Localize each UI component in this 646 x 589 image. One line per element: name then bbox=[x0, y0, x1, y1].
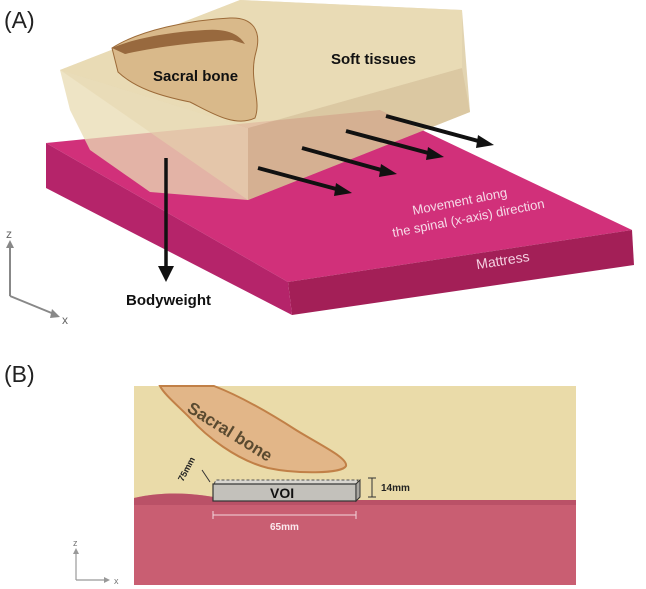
movement-arrowhead-4 bbox=[476, 135, 494, 148]
mattress-b-edge bbox=[134, 493, 576, 505]
axis-a-z-head bbox=[6, 240, 14, 248]
axis-a-x-label: x bbox=[62, 313, 68, 327]
movement-arrow-1 bbox=[257, 166, 341, 192]
sacral-bone-b bbox=[158, 385, 347, 474]
axis-b-z-head bbox=[73, 548, 79, 554]
label-voi: VOI bbox=[270, 485, 294, 501]
axes-b bbox=[73, 548, 110, 583]
voi-side-face bbox=[355, 478, 361, 503]
mattress-left-face bbox=[46, 143, 292, 315]
bodyweight-arrowhead bbox=[158, 266, 174, 282]
axis-a-x-line bbox=[9, 295, 55, 315]
label-bodyweight: Bodyweight bbox=[126, 292, 211, 309]
soft-tissue-front bbox=[60, 70, 248, 200]
panel-b: (B) Sacral bone VOI 75mm 14mm bbox=[4, 361, 576, 586]
axis-a-x-head bbox=[50, 309, 60, 318]
bodyweight-arrow bbox=[158, 158, 174, 282]
mattress-front-face bbox=[288, 230, 634, 315]
movement-arrows bbox=[257, 114, 494, 196]
movement-arrowhead-3 bbox=[426, 147, 444, 160]
movement-arrow-4 bbox=[385, 114, 483, 144]
panel-b-letter: (B) bbox=[4, 361, 35, 387]
label-soft-tissues: Soft tissues bbox=[331, 51, 416, 68]
sacral-bone-a-shade bbox=[112, 29, 245, 54]
mattress-b bbox=[134, 493, 576, 585]
axis-a-z-label: z bbox=[6, 227, 12, 241]
movement-arrowhead-1 bbox=[334, 183, 352, 196]
axis-b-z-label: z bbox=[73, 538, 78, 548]
movement-arrow-2 bbox=[301, 146, 386, 173]
panel-a-letter: (A) bbox=[4, 7, 35, 33]
voi-box: VOI bbox=[212, 478, 361, 503]
dim-width bbox=[212, 511, 357, 519]
dim-gap bbox=[201, 469, 211, 483]
label-dim-width: 65mm bbox=[270, 522, 299, 533]
panel-a: (A) Sacral bone Soft tissues bbox=[4, 0, 634, 327]
voi-top-face bbox=[213, 479, 359, 485]
dim-gap-line bbox=[201, 469, 211, 483]
axis-b-x-label: x bbox=[114, 576, 119, 586]
label-dim-height: 14mm bbox=[381, 483, 410, 494]
dim-height bbox=[368, 477, 376, 498]
axes-a bbox=[6, 240, 60, 318]
axis-b-x-head bbox=[104, 577, 110, 583]
movement-arrowhead-2 bbox=[379, 164, 397, 177]
label-sacral-bone-a: Sacral bone bbox=[153, 68, 238, 85]
movement-arrow-3 bbox=[345, 129, 433, 156]
